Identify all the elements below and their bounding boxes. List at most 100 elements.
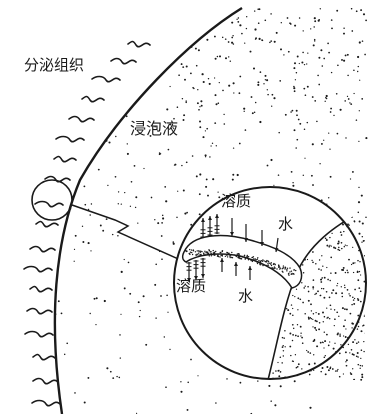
stipple-dot: [69, 127, 70, 128]
stipple-dot: [135, 196, 137, 198]
stipple-dot: [353, 299, 354, 300]
stipple-dot: [170, 54, 172, 56]
stipple-dot: [297, 324, 298, 325]
stipple-dot: [180, 34, 182, 36]
stipple-dot: [149, 26, 151, 28]
stipple-dot: [236, 19, 237, 20]
stipple-dot: [311, 175, 313, 177]
stipple-dot: [147, 18, 149, 20]
stipple-dot: [292, 308, 293, 309]
stipple-dot: [315, 320, 317, 322]
stipple-dot: [218, 102, 220, 104]
stipple-dot: [329, 368, 331, 370]
stipple-dot: [313, 279, 315, 281]
stipple-dot: [75, 38, 77, 40]
stipple-dot: [90, 250, 91, 251]
stipple-dot: [272, 267, 273, 268]
stipple-dot: [360, 274, 361, 275]
stipple-dot: [90, 67, 91, 68]
stipple-dot: [364, 54, 366, 56]
stipple-dot: [284, 330, 286, 332]
stipple-dot: [304, 129, 306, 131]
stipple-dot: [351, 264, 352, 265]
stipple-dot: [336, 285, 337, 286]
stipple-dot: [205, 156, 206, 157]
stipple-dot: [334, 343, 335, 344]
stipple-dot: [341, 292, 343, 294]
stipple-dot: [198, 250, 199, 251]
stipple-dot: [259, 121, 261, 123]
stipple-dot: [294, 90, 296, 92]
stipple-dot: [282, 267, 283, 268]
stipple-dot: [336, 370, 338, 372]
stipple-dot: [337, 332, 339, 334]
stipple-dot: [131, 181, 133, 183]
stipple-dot: [342, 307, 344, 309]
stipple-dot: [340, 344, 341, 345]
stipple-dot: [328, 52, 330, 54]
stipple-dot: [363, 13, 365, 15]
stipple-dot: [87, 141, 89, 143]
stipple-dot: [330, 176, 332, 178]
stipple-dot: [324, 316, 326, 318]
stipple-dot: [343, 325, 345, 327]
stipple-dot: [293, 269, 294, 270]
stipple-dot: [353, 379, 355, 381]
stipple-dot: [280, 357, 282, 359]
stipple-dot: [326, 307, 327, 308]
stipple-dot: [230, 60, 231, 61]
stipple-dot: [283, 54, 284, 55]
stipple-dot: [64, 36, 65, 37]
stipple-dot: [360, 379, 362, 381]
stipple-dot: [297, 56, 299, 58]
stipple-dot: [363, 351, 364, 352]
stipple-dot: [274, 404, 276, 406]
stipple-dot: [279, 268, 280, 269]
stipple-dot: [291, 271, 292, 272]
stipple-dot: [229, 256, 230, 257]
stipple-dot: [360, 368, 361, 369]
stipple-dot: [323, 297, 325, 299]
stipple-dot: [343, 28, 344, 29]
stipple-dot: [89, 313, 90, 314]
stipple-dot: [218, 196, 220, 198]
stipple-dot: [323, 347, 324, 348]
stipple-dot: [214, 252, 215, 253]
stipple-dot: [351, 349, 353, 351]
stipple-dot: [162, 217, 164, 219]
stipple-dot: [289, 271, 290, 272]
stipple-dot: [184, 79, 186, 81]
stipple-dot: [133, 51, 134, 52]
stipple-dot: [253, 67, 255, 69]
stipple-dot: [274, 41, 276, 43]
stipple-dot: [229, 254, 230, 255]
stipple-dot: [346, 217, 347, 218]
stipple-dot: [360, 290, 362, 292]
stipple-dot: [331, 292, 333, 294]
stipple-dot: [198, 253, 199, 254]
stipple-dot: [304, 64, 305, 65]
stipple-dot: [143, 61, 145, 63]
stipple-dot: [347, 289, 349, 291]
stipple-dot: [58, 300, 60, 302]
stipple-dot: [341, 234, 343, 236]
stipple-dot: [349, 295, 351, 297]
stipple-dot: [345, 361, 346, 362]
stipple-dot: [77, 143, 79, 145]
stipple-dot: [233, 43, 235, 45]
stipple-dot: [341, 242, 343, 244]
stipple-dot: [286, 269, 287, 270]
stipple-dot: [299, 17, 301, 19]
stipple-dot: [327, 43, 329, 45]
stipple-dot: [326, 291, 328, 293]
stipple-dot: [115, 136, 116, 137]
stipple-dot: [253, 258, 254, 259]
stipple-dot: [199, 213, 201, 215]
secretory-hair: [128, 42, 150, 47]
stipple-dot: [305, 286, 306, 287]
stipple-dot: [197, 89, 198, 90]
stipple-dot: [323, 140, 324, 141]
stipple-dot: [287, 268, 288, 269]
stipple-dot: [272, 94, 274, 96]
stipple-dot: [157, 222, 159, 224]
